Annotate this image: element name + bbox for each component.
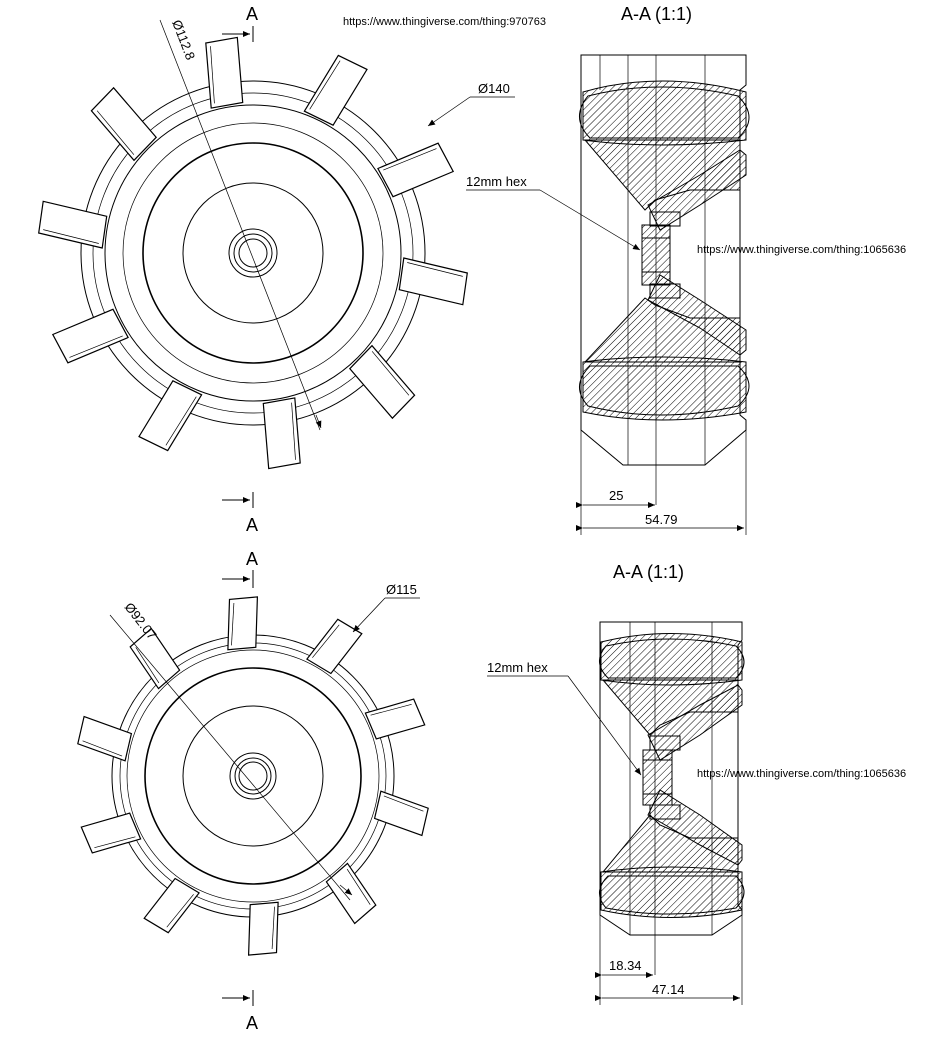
- wheel-front-view-1: Ø112.8 Ø140 A A https://www.thingiverse.…: [38, 4, 546, 535]
- svg-text:A: A: [246, 4, 258, 24]
- paddle: [377, 142, 455, 198]
- paddle-face: [166, 894, 194, 928]
- svg-text:A: A: [246, 515, 258, 535]
- section-marker-bottom-1: A: [222, 492, 258, 535]
- dimension-offset-1: 25: [609, 488, 623, 503]
- paddle: [205, 36, 244, 109]
- paddle-face: [135, 647, 160, 684]
- paddle: [77, 715, 133, 762]
- paddle: [227, 596, 259, 651]
- paddle-face: [69, 335, 123, 358]
- paddle: [90, 86, 158, 162]
- paddles-2: [77, 596, 429, 956]
- section-view-2: A-A (1:1) 12mm hex https://www.thingiver…: [487, 562, 906, 1005]
- source-url-2: https://www.thingiverse.com/thing:106563…: [697, 244, 906, 256]
- paddle: [129, 627, 181, 690]
- svg-text:A: A: [246, 1013, 258, 1033]
- paddle-face: [271, 906, 275, 950]
- paddle-face: [309, 60, 341, 110]
- outer-diameter-label-2: Ø115: [386, 582, 417, 597]
- paddle: [80, 812, 142, 854]
- diameter-line-2: [109, 614, 351, 901]
- paddle-face: [210, 46, 215, 104]
- svg-text:A: A: [246, 549, 258, 569]
- section-marker-top-1: A: [222, 4, 258, 42]
- wheel-front-view-2: Ø92.07 Ø115 A A: [77, 549, 429, 1033]
- paddle-face: [346, 868, 371, 905]
- paddles-1: [38, 36, 468, 470]
- hex-label-2: 12mm hex: [487, 660, 548, 675]
- paddle-face: [312, 624, 340, 658]
- paddle: [373, 790, 429, 837]
- paddle-face: [43, 229, 99, 244]
- paddle-face: [291, 402, 296, 460]
- paddle-face: [82, 740, 123, 757]
- section-title-2: A-A (1:1): [613, 562, 684, 582]
- paddle: [38, 200, 108, 249]
- section-title-1: A-A (1:1): [621, 4, 692, 24]
- paddle: [51, 308, 129, 364]
- paddle: [247, 901, 279, 956]
- section-marker-bottom-2: A: [222, 990, 258, 1033]
- paddle-face: [383, 148, 437, 171]
- source-url-3: https://www.thingiverse.com/thing:106563…: [697, 768, 906, 780]
- section-marker-top-2: A: [222, 549, 258, 588]
- dimension-offset-2: 18.34: [609, 958, 642, 973]
- paddle-face: [231, 602, 235, 646]
- section-view-1: A-A (1:1) 12mm hex https://www.thingiver…: [466, 4, 906, 535]
- paddle: [348, 344, 416, 420]
- paddle-face: [165, 396, 197, 446]
- paddle: [303, 54, 368, 126]
- paddle: [262, 397, 301, 470]
- source-url-1: https://www.thingiverse.com/thing:970763: [343, 16, 546, 28]
- paddle: [138, 380, 203, 452]
- wheel-rings-1: [80, 80, 426, 426]
- paddle-face: [94, 836, 136, 849]
- paddle: [398, 257, 468, 306]
- dimension-width-1: 54.79: [645, 512, 678, 527]
- outer-diameter-label-1: Ø140: [478, 81, 510, 96]
- paddle-face: [96, 110, 135, 155]
- dimension-width-2: 47.14: [652, 982, 685, 997]
- paddle: [143, 877, 200, 934]
- paddle-face: [407, 262, 463, 277]
- paddle-face: [371, 351, 410, 396]
- paddle-face: [383, 795, 424, 812]
- hex-label-1: 12mm hex: [466, 174, 527, 189]
- paddle: [306, 618, 363, 675]
- paddle: [364, 698, 426, 740]
- diameter-line-1: [159, 19, 321, 431]
- paddle-face: [370, 703, 412, 716]
